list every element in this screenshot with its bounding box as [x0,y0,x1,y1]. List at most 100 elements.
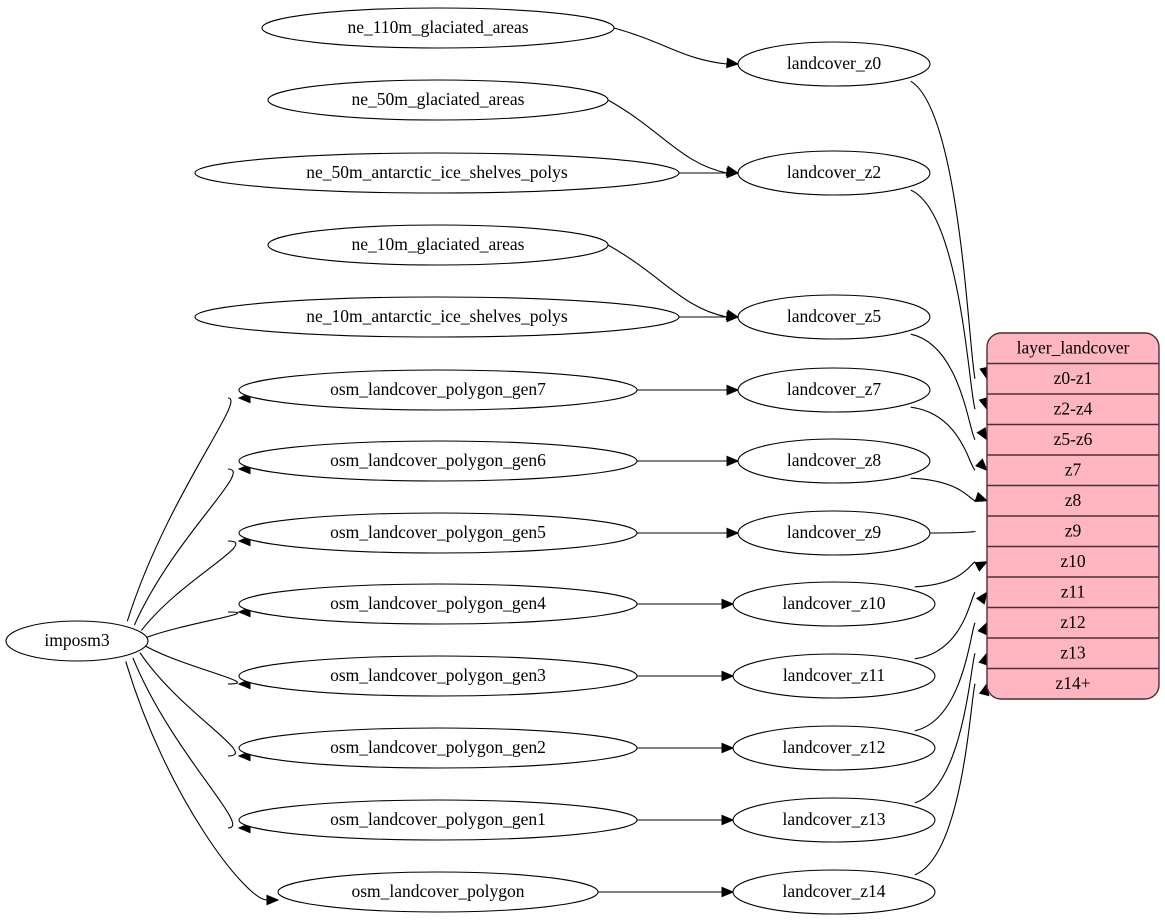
landcover-layer-ellipse [737,510,931,556]
edge-arrowhead [721,814,735,826]
landcover-layer-ellipse [737,150,931,196]
osm-source-ellipse [238,583,638,625]
table-zoom-row-label: z0-z1 [1054,368,1093,388]
osm-source-node[interactable]: osm_landcover_polygon_gen2 [238,727,638,769]
natural-earth-source-node[interactable]: ne_50m_antarctic_ice_shelves_polys [194,152,680,194]
osm-source-ellipse [238,440,638,482]
landcover-layer-node[interactable]: landcover_z9 [737,510,931,556]
landcover-layer-node[interactable]: landcover_z8 [737,438,931,484]
edge [910,80,976,379]
landcover-layer-ellipse [732,869,936,915]
edge-arrowhead [726,527,740,539]
edge [910,477,976,502]
node-layer: imposm3 ne_110m_glaciated_areas ne_50m_gla… [5,7,936,915]
osm-source-node[interactable]: osm_landcover_polygon_gen4 [238,583,638,625]
osm-source-ellipse [238,369,638,411]
landcover-layer-ellipse [737,41,931,87]
edge-arrowhead [266,894,280,906]
osm-source-node[interactable]: osm_landcover_polygon [277,871,599,913]
edge-arrowhead [721,742,735,754]
natural-earth-source-ellipse [194,152,680,194]
edge [914,683,976,876]
landcover-layer-node[interactable]: landcover_z10 [732,581,936,627]
osm-source-label: osm_landcover_polygon_gen2 [330,737,546,757]
edge-arrowhead [975,591,988,605]
edge [607,99,728,174]
landcover-layer-label: landcover_z2 [787,162,881,182]
edge-arrowhead [726,167,740,179]
landcover-layer-node[interactable]: landcover_z13 [732,797,936,843]
landcover-layer-ellipse [732,653,936,699]
landcover-layer-label: landcover_z12 [782,737,885,757]
table-zoom-row-label: z11 [1061,581,1086,601]
landcover-layer-label: landcover_z9 [787,522,882,542]
edge-arrowhead [974,491,989,502]
edge [145,611,239,639]
natural-earth-source-node[interactable]: ne_10m_glaciated_areas [267,224,609,266]
edge-arrowhead [721,670,735,682]
landcover-layer-node[interactable]: landcover_z11 [732,653,936,699]
table-zoom-row-label: z12 [1060,612,1085,632]
natural-earth-source-node[interactable]: ne_50m_glaciated_areas [267,79,609,121]
landcover-layer-node[interactable]: landcover_z7 [737,367,931,413]
landcover-layer-node[interactable]: landcover_z0 [737,41,931,87]
layer-landcover-table: layer_landcoverz0-z1z2-z4z5-z6z7z8z9z10z… [986,332,1160,700]
osm-source-node[interactable]: osm_landcover_polygon_gen7 [238,369,638,411]
edge-arrowhead [975,458,988,472]
osm-source-label: osm_landcover_polygon_gen7 [330,379,546,399]
edge-arrowhead [977,621,988,636]
edge-arrowhead [974,561,989,572]
landcover-layer-label: landcover_z8 [787,450,882,470]
edge-arrowhead [721,886,735,898]
osm-source-ellipse [238,727,638,769]
table-body: layer_landcoverz0-z1z2-z4z5-z6z7z8z9z10z… [987,333,1159,699]
landcover-layer-node[interactable]: landcover_z5 [737,294,931,340]
osm-source-label: osm_landcover_polygon_gen3 [330,665,546,685]
table-zoom-row-label: z13 [1060,642,1086,662]
osm-source-label: osm_landcover_polygon_gen5 [330,522,546,542]
edge [929,530,976,534]
natural-earth-source-ellipse [267,79,609,121]
table-outline [986,332,1160,700]
landcover-layer-node[interactable]: landcover_z2 [737,150,931,196]
edge [914,622,976,732]
natural-earth-source-node[interactable]: ne_110m_glaciated_areas [261,7,615,49]
edge [140,540,237,631]
edge [132,657,234,829]
source-node[interactable]: imposm3 [5,620,149,662]
osm-source-label: osm_landcover_polygon_gen1 [330,809,546,829]
source-label: imposm3 [44,630,109,650]
table-zoom-row-label: z10 [1060,551,1086,571]
landcover-layer-node[interactable]: landcover_z14 [732,869,936,915]
edge [607,244,728,318]
natural-earth-source-ellipse [267,224,609,266]
edge [133,468,234,626]
natural-earth-source-label: ne_10m_glaciated_areas [352,234,525,254]
osm-source-node[interactable]: osm_landcover_polygon_gen5 [238,512,638,554]
edge [139,652,236,757]
natural-earth-source-node[interactable]: ne_10m_antarctic_ice_shelves_polys [194,296,680,338]
landcover-layer-node[interactable]: landcover_z12 [732,725,936,771]
osm-source-node[interactable]: osm_landcover_polygon_gen1 [238,799,638,841]
osm-source-ellipse [238,799,638,841]
landcover-layer-ellipse [732,797,936,843]
natural-earth-source-label: ne_110m_glaciated_areas [347,17,528,37]
edge-arrowhead [726,384,740,396]
osm-source-node[interactable]: osm_landcover_polygon_gen6 [238,440,638,482]
natural-earth-source-ellipse [194,296,680,338]
natural-earth-source-ellipse [261,7,615,49]
table-header-label: layer_landcover [1017,337,1130,357]
source-ellipse [5,620,149,662]
osm-source-node[interactable]: osm_landcover_polygon_gen3 [238,655,638,697]
table-zoom-row-label: z5-z6 [1054,429,1093,449]
edge-arrowhead [726,311,740,323]
natural-earth-source-label: ne_50m_glaciated_areas [352,89,525,109]
table-zoom-row-label: z2-z4 [1054,398,1093,418]
edge [910,406,976,471]
osm-source-ellipse [277,871,599,913]
table-zoom-row-label: z9 [1065,520,1082,540]
natural-earth-source-label: ne_10m_antarctic_ice_shelves_polys [306,306,568,326]
landcover-layer-label: landcover_z13 [782,809,885,829]
landcover-layer-label: landcover_z7 [787,379,882,399]
